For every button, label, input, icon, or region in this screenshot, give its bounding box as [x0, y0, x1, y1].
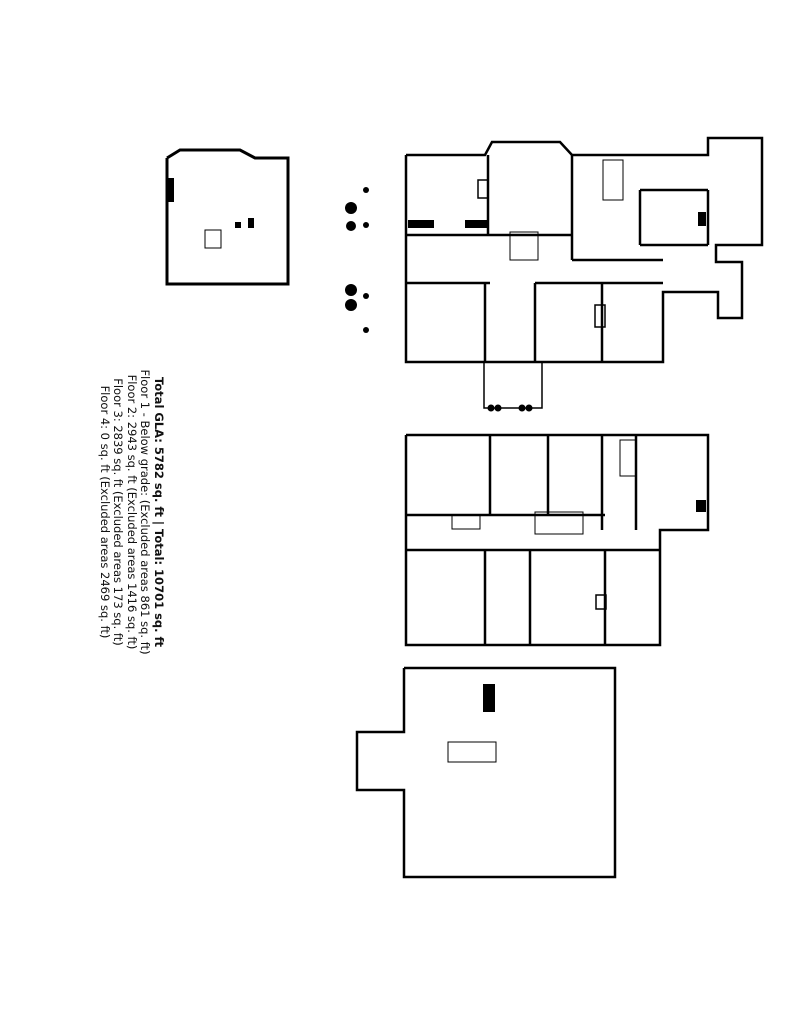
area-summary: Total GLA: 5782 sq. ft | Total: 10701 sq… — [98, 362, 166, 662]
floor-plan-attic — [355, 666, 617, 879]
floor-1-area: Floor 1 - Below grade: (Excluded areas 8… — [138, 369, 153, 655]
floor-3-area: Floor 3: 2839 sq. ft (Excluded areas 173… — [111, 378, 126, 646]
floor-4-area: Floor 4: 0 sq. ft (Excluded areas 2469 s… — [98, 385, 112, 639]
floor-plan-small — [165, 148, 290, 286]
floor-plan-second-floor — [404, 433, 710, 647]
total-area: Total GLA: 5782 sq. ft | Total: 10701 sq… — [152, 376, 166, 648]
floor-plan-main-floor — [345, 136, 764, 412]
floor-2-area: Floor 2: 2943 sq. ft (Excluded areas 141… — [125, 374, 139, 650]
